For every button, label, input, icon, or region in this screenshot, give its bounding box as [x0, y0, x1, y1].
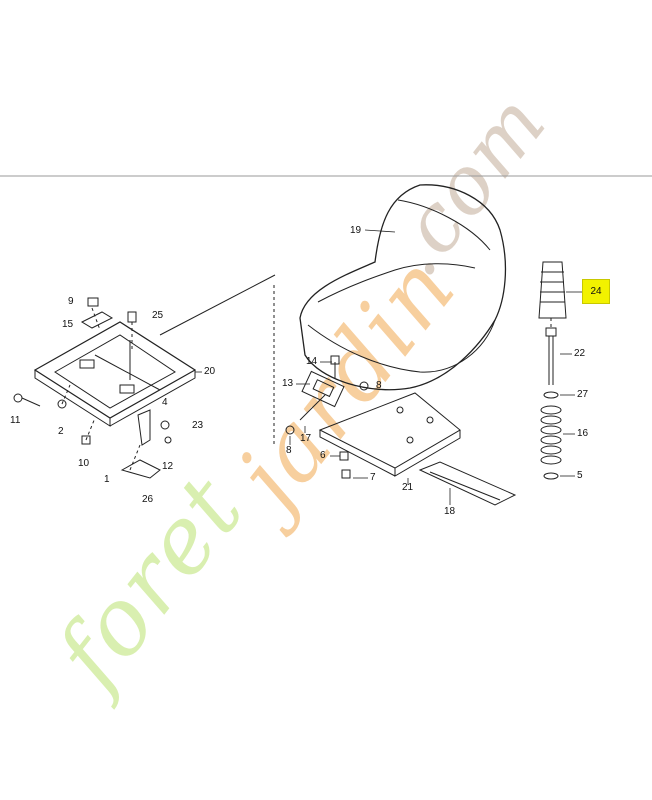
bolt-drawing	[545, 327, 557, 385]
washer-drawing	[543, 391, 559, 399]
callout-9: 9	[68, 296, 74, 307]
callout-7: 7	[370, 472, 376, 483]
callout-26: 26	[142, 494, 154, 505]
callout-22: 22	[574, 348, 586, 359]
callout-14: 14	[306, 356, 318, 367]
callout-17: 17	[300, 433, 312, 444]
callout-6: 6	[320, 450, 326, 461]
callout-20: 20	[204, 366, 216, 377]
callout-2: 2	[58, 426, 64, 437]
callout-18: 18	[444, 506, 456, 517]
callout-24-highlight: 24	[582, 279, 610, 304]
reference-line	[159, 274, 276, 336]
lower-washer-drawing	[543, 472, 559, 480]
seat-plate-drawing	[318, 392, 461, 477]
seat-frame-drawing	[33, 321, 197, 427]
small-hardware-drawing	[13, 297, 172, 445]
callout-15: 15	[62, 319, 74, 330]
callout-11: 11	[10, 415, 21, 426]
rubber-boot-drawing	[538, 261, 567, 319]
lever-drawing	[120, 409, 161, 479]
callout-13: 13	[282, 378, 294, 389]
callout-8b: 8	[286, 445, 292, 456]
callout-19: 19	[350, 225, 362, 236]
callout-4: 4	[162, 397, 168, 408]
leader-lines	[195, 229, 582, 505]
callout-1: 1	[104, 474, 110, 485]
spring-drawing	[540, 405, 562, 465]
slide-rail-drawing	[418, 461, 517, 506]
callout-10: 10	[78, 458, 90, 469]
callout-5: 5	[577, 470, 583, 481]
callout-16: 16	[577, 428, 589, 439]
callout-23: 23	[192, 420, 204, 431]
callout-27: 27	[577, 389, 589, 400]
callout-12: 12	[162, 461, 174, 472]
guide-lines	[61, 285, 552, 471]
callout-8a: 8	[376, 380, 382, 391]
callout-21: 21	[402, 482, 414, 493]
seat-drawing	[299, 184, 507, 391]
callout-25: 25	[152, 310, 164, 321]
